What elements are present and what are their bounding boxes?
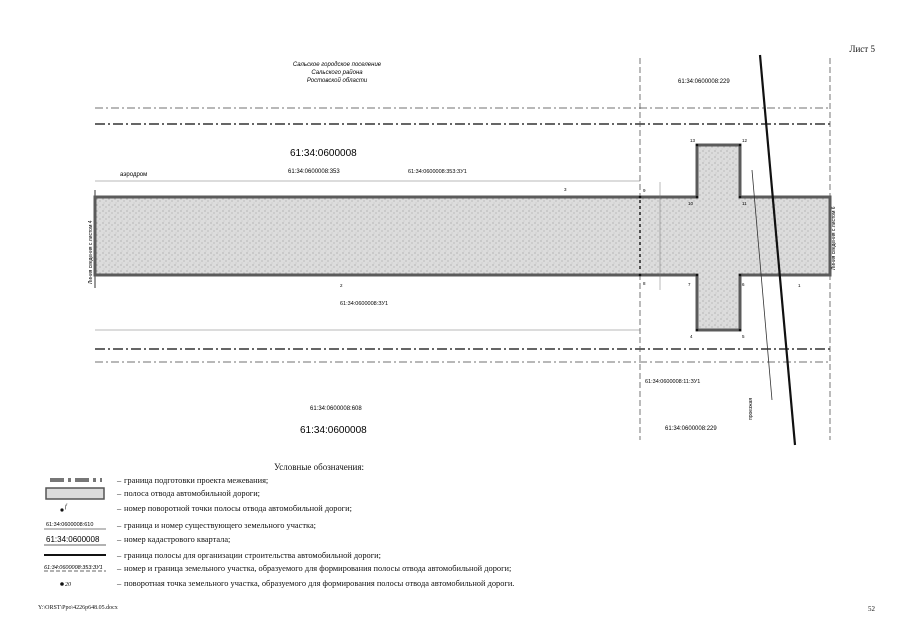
- turn-points: [638, 143, 742, 332]
- point-number: 5: [742, 334, 745, 339]
- point-number: 6: [742, 282, 745, 287]
- new-parcel-number-top: 61:34:0600008:353:ЗУ1: [408, 169, 467, 175]
- legend-item-construction: – граница полосы для организации строите…: [40, 549, 680, 562]
- legend-text: номер и граница земельного участка, обра…: [124, 564, 512, 573]
- legend-parcel-symbol: 61:34:0600008:610: [44, 522, 106, 530]
- left-edge-label: Линия сведения с листом 4: [88, 220, 94, 284]
- legend-strip-symbol: [45, 487, 105, 500]
- legend-dash: –: [117, 489, 122, 498]
- legend-dash: –: [117, 551, 122, 560]
- footer-file-path: Y:\ORST\Ppo\4226p648.05.docx: [38, 605, 118, 611]
- road-label: проезжая: [748, 398, 754, 420]
- legend-boundary-symbol: [50, 478, 102, 482]
- new-parcel-number-right: 61:34:0600008:11:ЗУ1: [645, 379, 700, 385]
- road-edge-line: [751, 169, 773, 401]
- legend-dash: –: [117, 476, 122, 485]
- point-number: 7: [688, 282, 691, 287]
- legend-item-quarter: 61:34:0600008 – номер кадастрового кварт…: [40, 533, 680, 546]
- legend-quarter-symbol: 61:34:0600008: [44, 535, 106, 546]
- new-parcel-number-bottom: 61:34:0600008:ЗУ1: [340, 301, 388, 307]
- legend-construction-symbol: [44, 554, 106, 556]
- settlement-caption-3: Ростовской области: [307, 77, 368, 84]
- sheet-label: Лист 5: [849, 44, 875, 54]
- point-number: 13: [690, 138, 696, 143]
- point-number: 1: [798, 283, 801, 288]
- point-number: 11: [742, 201, 747, 206]
- point-number: 10: [688, 201, 694, 206]
- legend-text: граница полосы для организации строитель…: [124, 551, 381, 560]
- parcel-number-right-bottom: 61:34:0600008:229: [665, 426, 717, 432]
- legend-turn-point-symbol: 20: [60, 582, 71, 588]
- legend-symbol-text: 61:34:0600008:610: [46, 522, 93, 528]
- legend-symbol-text: 61:34:0600008:353:ЗУ1: [44, 565, 103, 571]
- legend-title: Условные обозначения:: [274, 462, 365, 472]
- point-number: 12: [742, 138, 748, 143]
- legend-dash: –: [117, 504, 122, 513]
- legend-text: граница и номер существующего земельного…: [124, 521, 317, 530]
- point-number: 3: [564, 187, 567, 192]
- aerodrome-label: аэродром: [120, 172, 147, 178]
- legend-dash: –: [117, 535, 122, 544]
- legend-text: номер кадастрового квартала;: [124, 535, 231, 544]
- right-edge-label: Линия сведения с листом 6: [831, 206, 837, 270]
- legend-symbol-text: 61:34:0600008: [46, 535, 100, 544]
- legend-item-strip: – полоса отвода автомобильной дороги;: [40, 487, 680, 500]
- legend-dash: –: [117, 579, 122, 588]
- quarter-number-bottom: 61:34:0600008: [300, 425, 367, 436]
- legend-text: полоса отвода автомобильной дороги;: [124, 489, 260, 498]
- point-number: 4: [690, 334, 693, 339]
- legend-new-parcel-symbol: 61:34:0600008:353:ЗУ1: [44, 565, 106, 572]
- parcel-number-top-left: 61:34:0600008:353: [288, 169, 340, 175]
- settlement-caption-1: Сальское городское поселение: [293, 62, 382, 68]
- point-number: 2: [340, 283, 343, 288]
- legend-symbol-text: f: [65, 503, 68, 510]
- legend-dash: –: [117, 521, 122, 530]
- legend-item-new-parcel: 61:34:0600008:353:ЗУ1 – номер и граница …: [40, 562, 680, 575]
- legend-symbol-text: 20: [65, 582, 71, 588]
- legend-dash: –: [117, 564, 122, 573]
- legend-item-boundary: – граница подготовки проекта межевания;: [40, 474, 680, 487]
- road-axis-line: [758, 54, 797, 446]
- legend-point-number-symbol: f: [60, 503, 68, 512]
- legend-text: граница подготовки проекта межевания;: [124, 476, 269, 485]
- legend-text: поворотная точка земельного участка, обр…: [124, 579, 515, 588]
- road-right-of-way: [93, 143, 832, 332]
- legend-text: номер поворотной точки полосы отвода авт…: [124, 504, 352, 513]
- legend-item-turn-point: 20 – поворотная точка земельного участка…: [40, 577, 680, 590]
- point-number: 9: [643, 188, 646, 193]
- parcel-number-bottom: 61:34:0600008:608: [310, 406, 362, 412]
- legend-item-point-number: f – номер поворотной точки полосы отвода…: [40, 502, 680, 515]
- legend-item-parcel: 61:34:0600008:610 – граница и номер суще…: [40, 519, 680, 532]
- quarter-number-top: 61:34:0600008: [290, 148, 357, 159]
- settlement-caption-2: Сальского района: [311, 69, 363, 76]
- footer-page-number: 52: [868, 605, 875, 613]
- point-number: 8: [643, 281, 646, 286]
- parcel-number-top-right: 61:34:0600008:229: [678, 79, 730, 85]
